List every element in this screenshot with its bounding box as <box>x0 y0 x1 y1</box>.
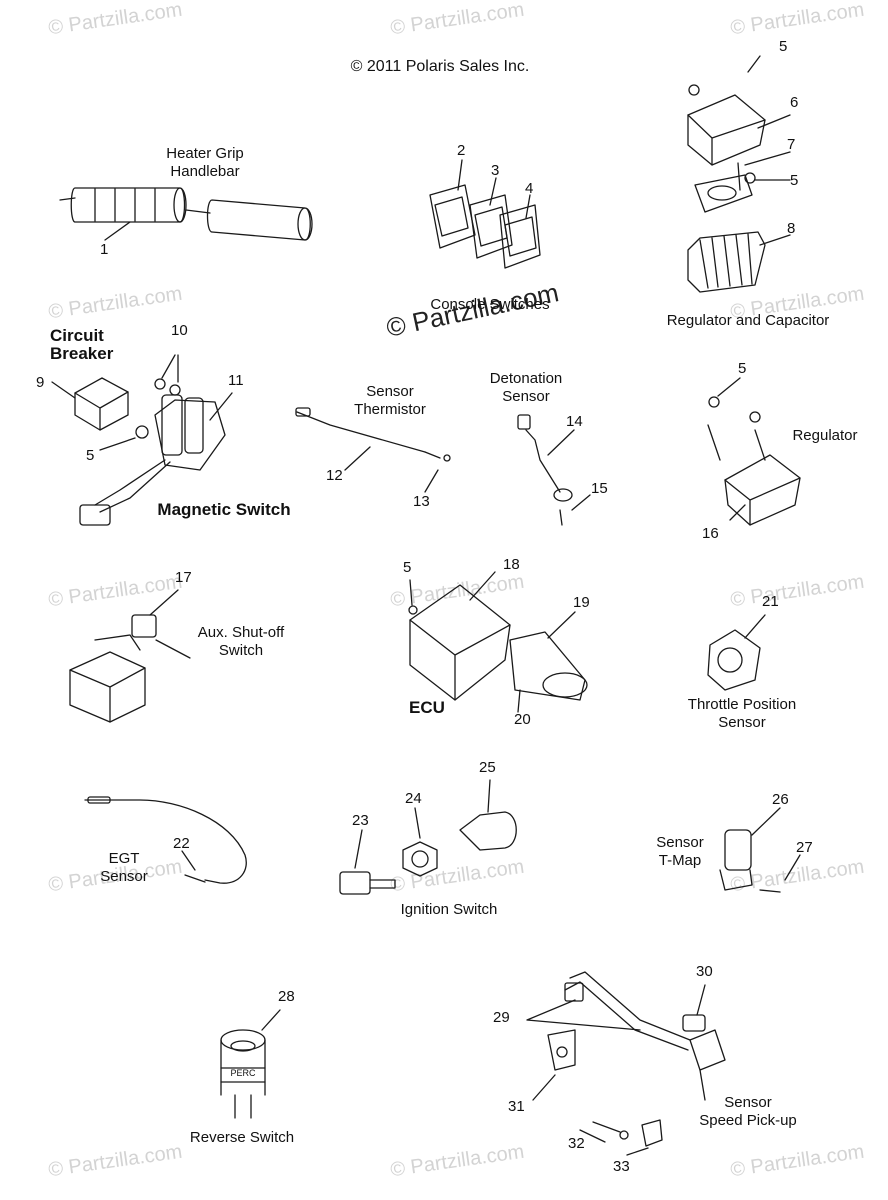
callout-number: 25 <box>479 759 496 776</box>
aux-shutoff-label: Aux. Shut-off Switch <box>197 624 285 659</box>
callout-number: 14 <box>566 413 583 430</box>
callout-number: 5 <box>738 360 747 377</box>
callout-number: 22 <box>173 835 190 852</box>
callout-number: 3 <box>491 162 500 179</box>
throttle-position-label: Throttle Position Sensor <box>687 696 797 731</box>
callout-number: 11 <box>228 372 244 389</box>
callout-number: 28 <box>278 988 295 1005</box>
callout-number: 5 <box>403 559 412 576</box>
callout-number: 30 <box>696 963 713 980</box>
reverse-switch-label: Reverse Switch <box>189 1129 295 1146</box>
aux-shutoff-drawing <box>70 590 190 722</box>
egt-sensor-drawing <box>85 797 246 883</box>
callout-number: 19 <box>573 594 590 611</box>
tmap-sensor-drawing <box>720 808 800 892</box>
callout-number: 5 <box>790 172 799 189</box>
speed-pickup-label: Sensor Speed Pick-up <box>699 1094 797 1129</box>
callout-number: 5 <box>779 38 788 55</box>
heater-grip-label: Heater Grip Handlebar <box>166 145 244 180</box>
callout-number: 20 <box>514 711 531 728</box>
copyright-notice: © 2011 Polaris Sales Inc. <box>350 58 530 75</box>
ecu-label: ECU <box>409 698 445 717</box>
callout-number: 17 <box>175 569 192 586</box>
throttle-position-drawing <box>708 615 765 690</box>
callout-number: 31 <box>508 1098 525 1115</box>
reverse-switch-drawing <box>221 1010 280 1118</box>
heater-grip-drawing <box>60 188 312 240</box>
callout-number: 27 <box>796 839 813 856</box>
sensor-thermistor-label: Sensor Thermistor <box>354 383 426 418</box>
callout-number: 33 <box>613 1158 630 1175</box>
regulator-drawing <box>708 378 800 525</box>
speed-pickup-drawing <box>527 972 725 1155</box>
regulator-label: Regulator <box>792 427 858 444</box>
console-switches-label: Console Switches <box>430 296 550 313</box>
callout-number: 1 <box>100 241 109 258</box>
perc-label: PERC <box>230 1068 256 1078</box>
ignition-switch-drawing <box>340 780 516 894</box>
callout-number: 12 <box>326 467 343 484</box>
callout-number: 10 <box>171 322 188 339</box>
detonation-sensor-drawing <box>518 415 590 525</box>
callout-number: 9 <box>36 374 45 391</box>
circuit-breaker-drawing <box>52 378 128 430</box>
ignition-switch-label: Ignition Switch <box>400 901 498 918</box>
regulator-capacitor-label: Regulator and Capacitor <box>666 312 830 329</box>
callout-number: 23 <box>352 812 369 829</box>
callout-number: 18 <box>503 556 520 573</box>
tmap-sensor-label: Sensor T-Map <box>656 834 704 869</box>
callout-number: 6 <box>790 94 799 111</box>
callout-number: 13 <box>413 493 430 510</box>
callout-number: 24 <box>405 790 422 807</box>
callout-number: 4 <box>525 180 534 197</box>
callout-number: 26 <box>772 791 789 808</box>
detonation-sensor-label: Detonation Sensor <box>489 370 563 405</box>
console-switches-drawing <box>430 160 540 268</box>
sensor-thermistor-drawing <box>296 408 450 492</box>
callout-number: 16 <box>702 525 719 542</box>
magnetic-switch-label: Magnetic Switch <box>157 500 291 519</box>
callout-number: 15 <box>591 480 608 497</box>
callout-number: 5 <box>86 447 95 464</box>
callout-number: 8 <box>787 220 796 237</box>
callout-number: 32 <box>568 1135 585 1152</box>
ecu-drawing <box>409 572 587 712</box>
callout-number: 21 <box>762 593 779 610</box>
magnetic-switch-drawing <box>80 355 232 525</box>
regulator-capacitor-drawing <box>688 56 790 292</box>
callout-number: 2 <box>457 142 466 159</box>
callout-number: 29 <box>493 1009 510 1026</box>
callout-number: 7 <box>787 136 796 153</box>
circuit-breaker-label: Circuit Breaker <box>50 326 114 363</box>
egt-sensor-label: EGT Sensor <box>100 850 148 885</box>
